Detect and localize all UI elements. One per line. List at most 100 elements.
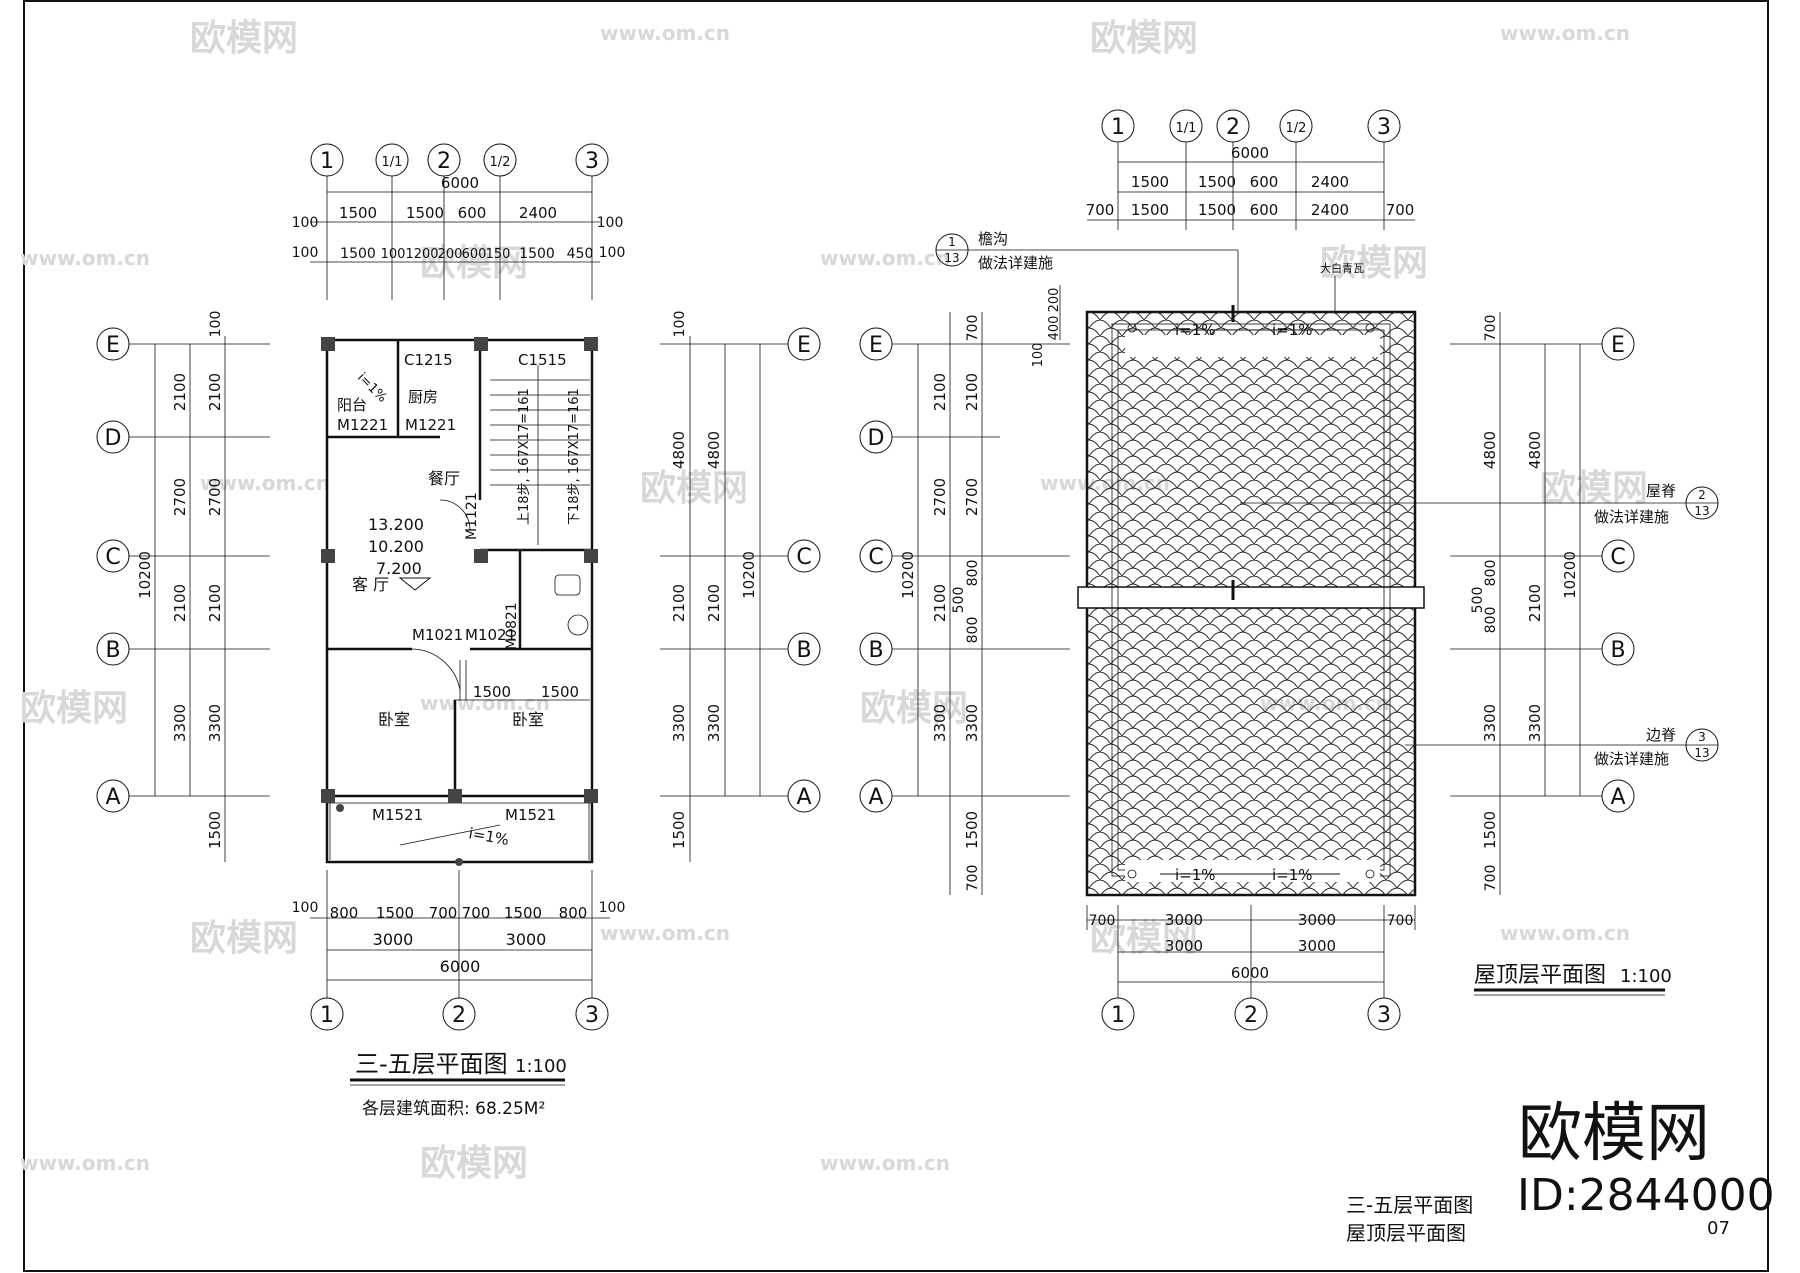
roof-callout-2: 2 13 屋脊 做法详建施 — [1240, 482, 1719, 526]
left-dims-top: 6000 100 1500 1500 600 2400 100 100 1500… — [292, 174, 625, 263]
roof-dim-ri-1: 4800 — [1481, 431, 1499, 469]
left-level-0: 13.200 — [368, 515, 424, 534]
roof-plan: 1 1/1 2 1/2 3 6000 1500 1500 600 2400 70… — [859, 109, 1719, 1031]
left-dim-l2-1: 2100 — [206, 373, 224, 411]
roof-axis-top-3: 3 — [1377, 115, 1391, 140]
roof-dim-b-total: 6000 — [1231, 964, 1269, 982]
roof-dims-bottom: 700 3000 3000 700 3000 3000 6000 1 2 3 — [1086, 905, 1416, 1031]
roof-dim-li-5: 800 — [965, 617, 981, 644]
roof-dim-t2-0: 700 — [1086, 201, 1115, 219]
watermark-site-7: www.om.cn — [420, 691, 550, 715]
left-stair — [490, 365, 590, 545]
left-axis-bottom-2: 2 — [452, 1003, 466, 1028]
roof-axis-D: D — [868, 426, 885, 451]
roof-dim-ro-0: 4800 — [1526, 431, 1544, 469]
roof-slope-4: i=1% — [1272, 866, 1313, 884]
left-room-balcony: 阳台 — [337, 396, 367, 414]
roof-axis-bottom-1: 1 — [1111, 1003, 1125, 1028]
left-area-note: 各层建筑面积: 68.25M² — [362, 1099, 545, 1119]
left-label-c1515: C1515 — [518, 351, 567, 369]
left-slope-terrace: i=1% — [467, 824, 510, 849]
left-dim-l1-1: 2700 — [171, 478, 189, 516]
left-label-m1021a: M1021 — [412, 626, 463, 644]
watermark-site-11: www.om.cn — [20, 1151, 150, 1175]
roof-dim-ro-1: 10200 — [1561, 551, 1579, 599]
left-room-kitchen: 厨房 — [408, 388, 438, 406]
left-dim-l2-3: 2100 — [206, 584, 224, 622]
left-axis-D: D — [105, 426, 122, 451]
roof-dim-li-0: 700 — [965, 315, 981, 342]
roof-dim-lm-3: 3300 — [931, 704, 949, 742]
roof-dim-ri-5b: 3300 — [1526, 704, 1544, 742]
watermark-brand-2: 欧模网 — [1090, 18, 1198, 59]
roof-callout-3-note: 做法详建施 — [1594, 750, 1669, 768]
left-dim-b1-3: 700 — [429, 904, 458, 922]
roof-callout-3-num: 3 — [1698, 730, 1706, 744]
left-dim-t1-5: 100 — [597, 215, 624, 231]
left-dim-t1-3: 600 — [458, 204, 487, 222]
roof-axis-side-left: E D C B A 10200 2100 2700 2100 3300 700 … — [859, 285, 1070, 895]
left-dim-l2-4: 3300 — [206, 704, 224, 742]
roof-callout-1-num: 1 — [948, 235, 956, 249]
roof-dim-ri-7: 700 — [1483, 865, 1499, 892]
left-label-m1021b: M1021 — [465, 626, 516, 644]
watermarks: 欧模网 www.om.cn 欧模网 www.om.cn www.om.cn 欧模… — [20, 18, 1648, 1184]
left-dim-l2-2: 2700 — [206, 478, 224, 516]
left-label-m1221a: M1221 — [337, 416, 388, 434]
roof-callout-1-note: 做法详建施 — [978, 254, 1053, 272]
roof-dim-t2-4: 2400 — [1311, 201, 1349, 219]
left-dim-b1-2: 1500 — [376, 904, 414, 922]
roof-dim-li-8: 700 — [965, 865, 981, 892]
roof-dim-ri-5: 3300 — [1481, 704, 1499, 742]
roof-callout-2-name: 屋脊 — [1646, 482, 1676, 500]
roof-dim-b1-2: 3000 — [1298, 911, 1336, 929]
brand-id: ID:2844000 — [1517, 1170, 1775, 1221]
left-dim-l1-0: 2100 — [171, 373, 189, 411]
left-dim-b1-0: 100 — [292, 900, 319, 916]
left-dim-r-3b: 3300 — [705, 704, 723, 742]
left-dims-bottom: 100 800 1500 700 700 1500 800 100 3000 3… — [292, 870, 625, 1031]
roof-axis-bottom-3: 3 — [1377, 1003, 1391, 1028]
left-dim-b1-4: 700 — [462, 904, 491, 922]
roof-axis-top-1-1: 1/1 — [1176, 121, 1197, 136]
left-axis-A-r: A — [796, 785, 811, 810]
roof-callout-2-sheet: 13 — [1694, 504, 1709, 518]
roof-dim-ri-2: 500 — [1470, 587, 1486, 614]
roof-dim-lm-0: 2100 — [931, 373, 949, 411]
left-dim-total-top: 6000 — [441, 174, 479, 192]
roof-axis-E: E — [869, 333, 883, 358]
sheet-number: 07 — [1707, 1218, 1730, 1239]
roof-axis-C-r: C — [1610, 545, 1625, 570]
left-axis-C: C — [105, 545, 120, 570]
roof-dim-li-7: 1500 — [963, 811, 981, 849]
roof-dim-ri-4: 2100 — [1526, 584, 1544, 622]
watermark-site-9: www.om.cn — [600, 921, 730, 945]
left-dim-ro-1: 10200 — [740, 551, 758, 599]
roof-dim-total-top: 6000 — [1231, 144, 1269, 162]
watermark-site-10: www.om.cn — [1500, 921, 1630, 945]
roof-dim-b2-0: 3000 — [1165, 937, 1203, 955]
left-level-1: 10.200 — [368, 537, 424, 556]
roof-dim-t1-0: 1500 — [1131, 173, 1169, 191]
roof-dim-lt-2: 100 — [1031, 343, 1046, 368]
roof-dim-lm-2: 2100 — [931, 584, 949, 622]
left-axis-B: B — [105, 638, 120, 663]
left-plan-title: 三-五层平面图 — [355, 1050, 508, 1078]
roof-plan-scale: 1:100 — [1620, 966, 1672, 987]
roof-axis-side-right: E C B A 700 4800 500 800 800 3300 1500 7… — [1450, 312, 1635, 895]
roof-dim-li-2: 2700 — [963, 478, 981, 516]
roof-axis-C: C — [868, 545, 883, 570]
roof-axis-A-r: A — [1610, 785, 1625, 810]
left-label-c1215: C1215 — [404, 351, 453, 369]
watermark-brand-4: 欧模网 — [1320, 243, 1428, 284]
left-label-stair-up: 上18步, 167X17=161 — [517, 388, 532, 525]
left-label-m0821: M0821 — [504, 602, 520, 650]
roof-dim-t2-5: 700 — [1386, 201, 1415, 219]
left-dim-l1-3: 3300 — [171, 704, 189, 742]
left-dim-b2-0: 3000 — [373, 930, 414, 949]
watermark-brand-5: 欧模网 — [640, 468, 748, 509]
left-dim-inner-1: 1500 — [473, 683, 511, 701]
left-dim-t1-0: 100 — [292, 215, 319, 231]
roof-callout-1: 1 13 檐沟 做法详建施 — [935, 230, 1239, 312]
watermark-brand-7: 欧模网 — [20, 688, 128, 729]
